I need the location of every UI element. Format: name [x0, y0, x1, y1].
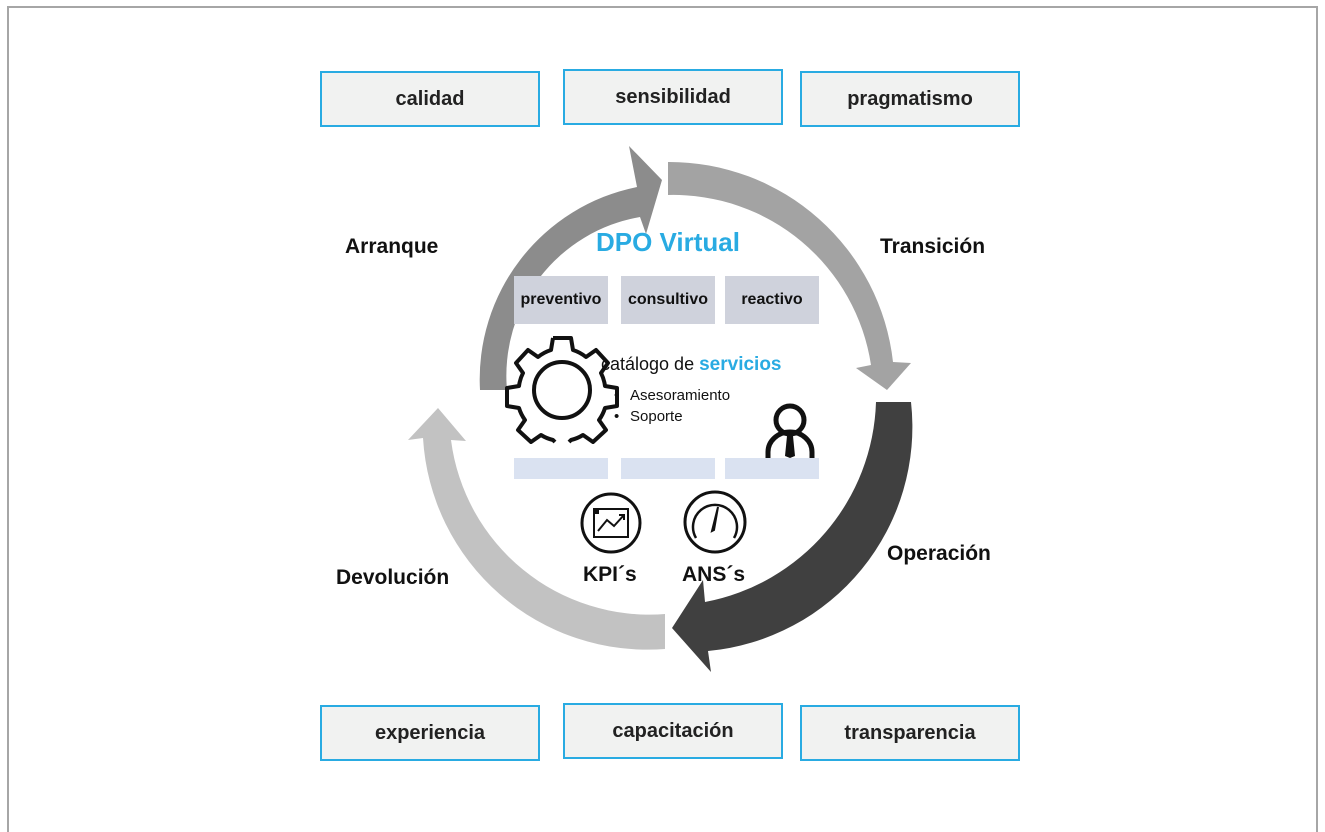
phase-devolucion: Devolución — [336, 566, 450, 589]
metric-ans: ANS´s — [682, 563, 746, 586]
value-label: capacitación — [612, 719, 734, 742]
value-box-top-3: pragmatismo — [800, 71, 1020, 127]
frame-border — [7, 6, 1318, 832]
placeholder-bar-2 — [621, 458, 715, 479]
value-label: experiencia — [374, 721, 486, 744]
metric-kpi: KPI´s — [583, 563, 637, 586]
value-label: calidad — [395, 87, 465, 110]
value-label: sensibilidad — [615, 85, 731, 108]
center-title: DPO Virtual — [595, 227, 740, 257]
catalog-highlight: servicios — [699, 354, 782, 375]
value-label: pragmatismo — [847, 87, 973, 110]
placeholder-bar-1 — [514, 458, 608, 479]
arrow-transicion — [668, 161, 911, 390]
mode-reactivo: reactivo — [725, 276, 819, 324]
value-box-top-1: calidad — [320, 71, 540, 127]
value-box-bottom-1: experiencia — [320, 705, 540, 761]
arrow-arranque — [479, 146, 662, 390]
mode-preventivo: preventivo — [514, 276, 608, 324]
catalog-heading: catálogo de servicios — [601, 354, 782, 376]
value-box-bottom-2: capacitación — [563, 703, 783, 759]
value-box-top-2: sensibilidad — [563, 69, 783, 125]
placeholder-bar-3 — [725, 458, 819, 479]
phase-transicion: Transición — [880, 235, 986, 258]
services-list: Asesoramiento Soporte — [614, 385, 730, 427]
value-label: transparencia — [844, 721, 976, 744]
arrow-devolucion — [408, 408, 665, 650]
value-box-bottom-3: transparencia — [800, 705, 1020, 761]
arrow-operacion — [672, 402, 913, 672]
catalog-prefix: catálogo de — [601, 354, 695, 374]
phase-operacion: Operación — [887, 542, 991, 565]
service-item: Soporte — [614, 406, 730, 427]
mode-consultivo: consultivo — [621, 276, 715, 324]
phase-arranque: Arranque — [345, 235, 439, 258]
service-item: Asesoramiento — [614, 385, 730, 406]
